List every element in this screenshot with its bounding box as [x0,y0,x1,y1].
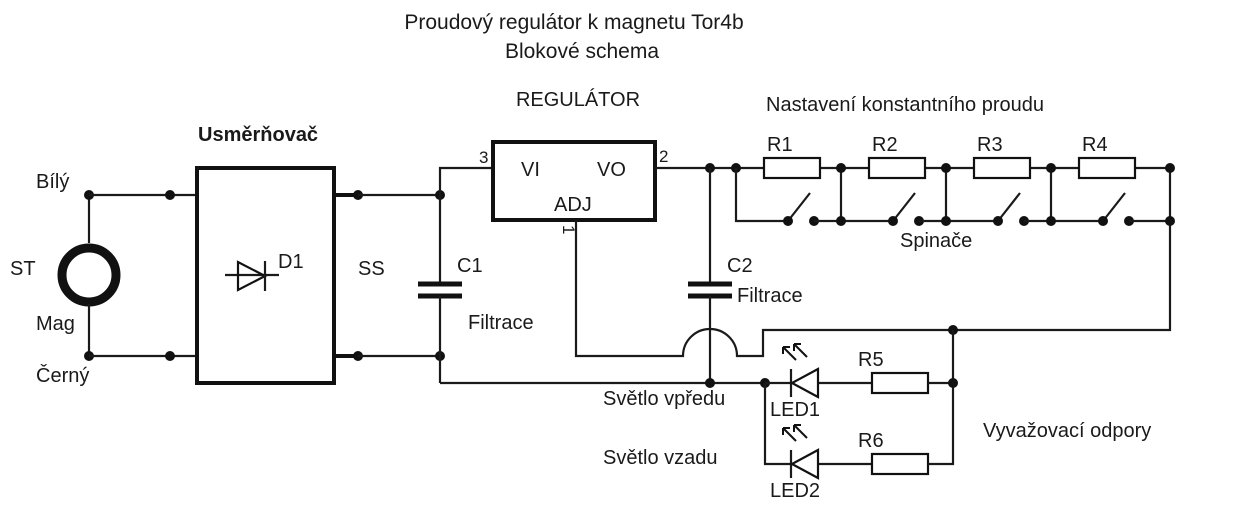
rectifier-block: Usměrňovač D1 [195,124,336,385]
resistor-r2 [867,156,927,180]
wire-rear-light [763,383,790,466]
c2-note: Filtrace [737,285,803,307]
wire-adj-feedback [574,168,1172,358]
title-line1: Proudový regulátor k magnetu Tor4b [404,11,743,34]
resistor-r3 [972,156,1032,180]
led2-label: LED2 [770,480,820,502]
switch-lever-icon [892,192,916,222]
junction-dot [941,163,951,173]
junction-dot [165,190,175,200]
pin3-label: 3 [479,148,488,167]
junction-dot [941,216,951,226]
wire-to-vi [438,166,493,195]
c1-label: C1 [457,255,483,277]
led1-label: LED1 [770,399,820,421]
capacitor-c2: C2 Filtrace [688,168,803,388]
resistor-label: R4 [1082,134,1108,156]
regulator-block: REGULÁTOR VI VO ADJ 3 2 1 [479,88,668,234]
black-wire-label: Černý [36,364,89,387]
regulator-pin-adj: ADJ [554,194,592,216]
switch-bus-start [734,168,788,223]
switch-contact [783,216,793,226]
st-label: ST [10,258,36,280]
led2-icon [782,424,872,480]
rectifier-heading: Usměrňovač [198,124,318,146]
resistor-label: R1 [767,134,793,156]
switch-contact [993,216,1003,226]
resistor-chain: R1 R2 R3 R4 [734,134,1175,226]
resistor-label: R3 [977,134,1003,156]
c2-label: C2 [727,255,753,277]
junction-dot [1165,163,1175,173]
junction-dot [1165,216,1175,226]
capacitor-c1: C1 Filtrace [418,195,534,383]
pin2-label: 2 [659,147,668,166]
wire-r6-out [928,330,955,466]
switches-label: Spinače [900,230,972,252]
r5-label: R5 [858,349,884,371]
lights-section: LED1 Světlo vpředu R5 LED2 Světlo vzadu … [603,330,1151,502]
title-line2: Blokové schema [505,40,659,63]
diode-d1-label: D1 [278,251,304,273]
source-st: ST Bílý Mag Černý [10,171,121,387]
regulator-pin-vo: VO [597,159,626,181]
front-light-label: Světlo vpředu [603,388,725,410]
pin1-label: 1 [559,225,578,234]
regulator-box [491,140,657,222]
ss-label: SS [358,258,385,280]
magneto-label: Mag [36,313,75,335]
resistor-r4 [1077,156,1137,180]
resistor-r5 [870,371,930,395]
diode-d1-icon [225,260,279,292]
regulator-pin-vi: VI [521,159,540,181]
junction-dot [948,378,958,388]
junction-dot [1046,216,1056,226]
balancing-resistors-label: Vyvažovací odpory [983,420,1151,442]
junction-dot [836,216,846,226]
current-setting-label: Nastavení konstantního proudu [766,94,1044,116]
switch-lever-icon [1102,192,1126,222]
junction-dot [705,378,715,388]
switch-lever-icon [787,192,811,222]
junction-dot [1046,163,1056,173]
white-wire-label: Bílý [36,171,69,193]
junction-dot [165,351,175,361]
resistor-r6 [870,452,930,476]
switch-lever-icon [997,192,1021,222]
resistor-r1 [762,156,822,180]
junction-dot [836,163,846,173]
resistor-label: R2 [872,134,898,156]
led1-icon [782,343,872,399]
r6-label: R6 [858,430,884,452]
rectifier-box [195,166,336,385]
rear-light-label: Světlo vzadu [603,447,718,469]
switch-contact [1098,216,1108,226]
magneto-coil-icon [57,243,121,307]
c1-note: Filtrace [468,312,534,334]
switch-contact [888,216,898,226]
regulator-heading: REGULÁTOR [516,88,640,111]
